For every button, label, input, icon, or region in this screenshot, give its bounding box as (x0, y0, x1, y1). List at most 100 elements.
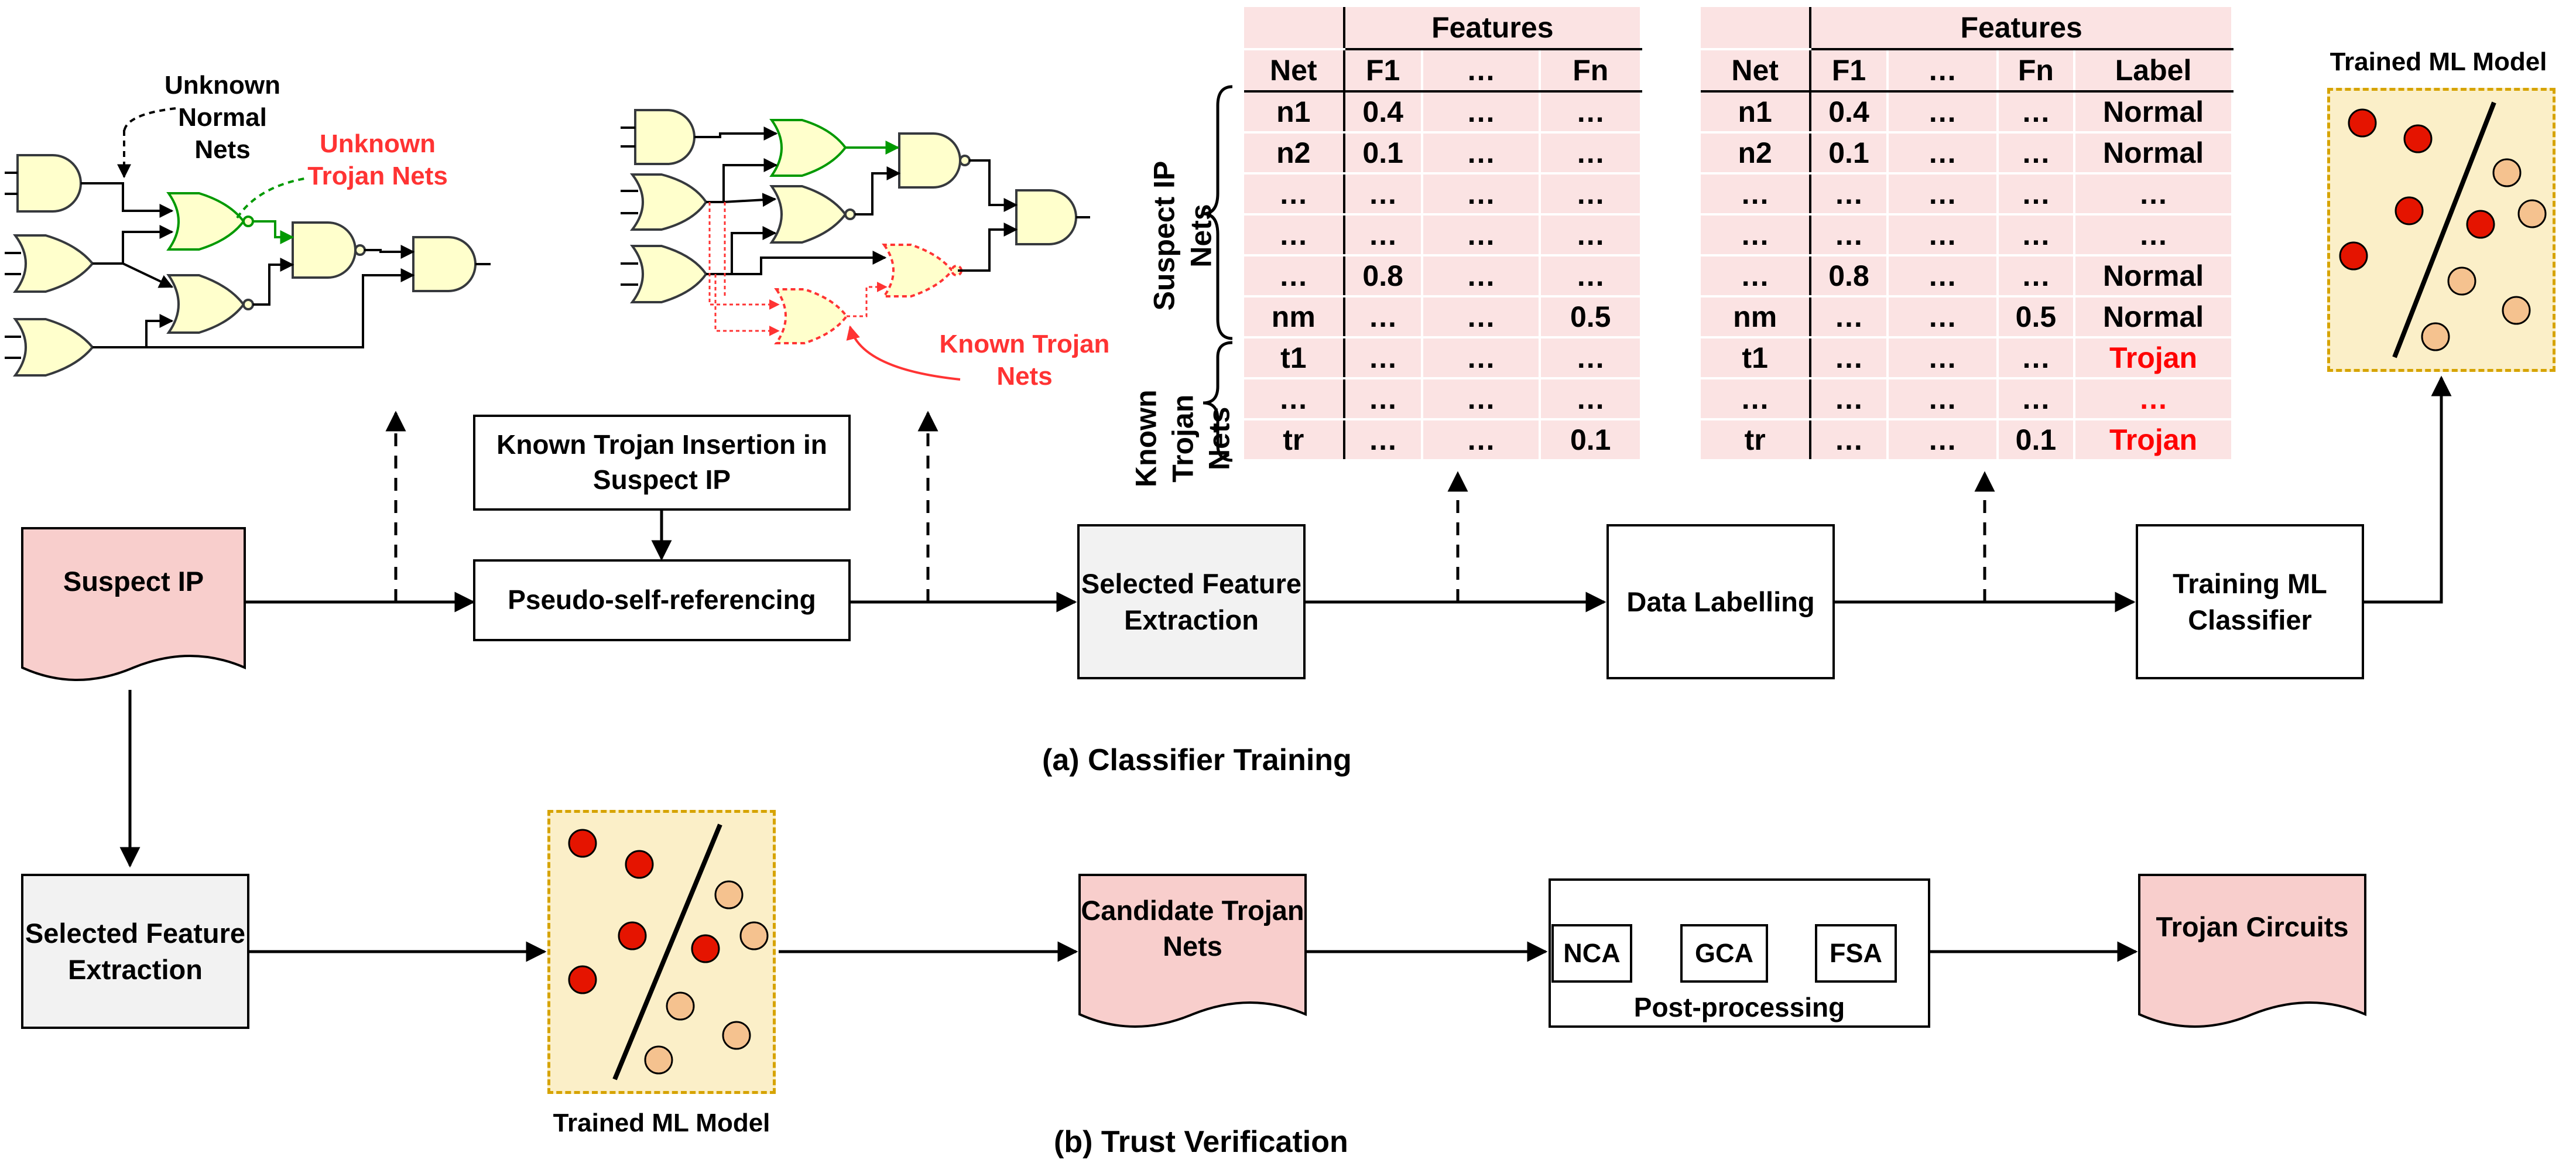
trojan-circuits-label: Trojan Circuits (2156, 911, 2349, 942)
document-shape (2138, 874, 2366, 1028)
feature-value-cell: … (1810, 378, 1889, 420)
label-cell: … (2074, 214, 2234, 257)
column-header: F1 (1344, 49, 1423, 93)
fsa-step: FSA (1815, 924, 1897, 983)
feature-value-cell: … (1997, 378, 2076, 420)
or-gate-shape (13, 234, 94, 293)
feature-value-cell: … (1997, 173, 2076, 216)
class-b-point (739, 921, 769, 950)
net-name-cell: t1 (1244, 337, 1345, 379)
class-a-point (2403, 124, 2433, 153)
feature-value-cell: … (1344, 296, 1423, 338)
column-header: Label (2074, 49, 2234, 93)
class-b-point (644, 1045, 673, 1075)
class-b-point (714, 880, 744, 909)
nca-step: NCA (1551, 924, 1632, 983)
training-ml-classifier-box: Training ML Classifier (2136, 524, 2364, 679)
document-shape (21, 527, 246, 681)
suspect-ip-document: Suspect IP (21, 527, 246, 694)
feature-value-cell: … (1810, 173, 1889, 216)
feature-value-cell: … (1421, 296, 1542, 338)
trojan-nets-brace (1203, 341, 1233, 462)
feature-value-cell: … (1421, 132, 1542, 175)
and-gate-shape (412, 236, 477, 292)
label-cell: Normal (2074, 91, 2234, 134)
or-gate-shape (629, 173, 708, 231)
feature-value-cell: … (1810, 337, 1889, 379)
data-labelling-box: Data Labelling (1606, 524, 1835, 679)
class-b-point (2492, 158, 2522, 187)
feature-value-cell: 0.5 (1540, 296, 1642, 338)
classifier-plot (568, 823, 769, 1080)
trojan-nor-gate-shape (166, 192, 245, 251)
net-name-cell: … (1701, 378, 1812, 420)
feature-value-cell: 0.1 (1810, 132, 1889, 175)
class-b-point (2447, 266, 2476, 296)
net-name-cell: n1 (1701, 91, 1812, 134)
feature-value-cell: 0.4 (1810, 91, 1889, 134)
class-a-point (618, 921, 647, 950)
column-header: … (1421, 49, 1542, 93)
feature-value-cell: 0.8 (1344, 255, 1423, 297)
feature-value-cell: … (1997, 214, 2076, 257)
net-name-cell: … (1244, 255, 1345, 297)
feature-value-cell: … (1540, 255, 1642, 297)
feature-value-cell: … (1810, 296, 1889, 338)
net-name-cell: nm (1701, 296, 1812, 338)
or-gate-shape (769, 119, 847, 177)
candidate-trojan-nets-document: Candidate Trojan Nets (1078, 874, 1307, 1041)
feature-value-cell: … (1344, 214, 1423, 257)
label-cell: Normal (2074, 255, 2234, 297)
class-a-point (568, 965, 597, 994)
feature-value-cell: … (1887, 255, 1999, 297)
feature-value-cell: … (1421, 419, 1542, 461)
feature-value-cell: … (1421, 214, 1542, 257)
net-name-cell: n2 (1701, 132, 1812, 175)
classifier-training-caption: (a) Classifier Training (1042, 743, 1352, 777)
feature-value-cell: … (1344, 337, 1423, 379)
feature-value-cell: … (1887, 173, 1999, 216)
feature-value-cell: … (1810, 214, 1889, 257)
class-b-point (2502, 296, 2531, 325)
unknown-normal-nets-label: Unknown Normal Nets (165, 71, 280, 164)
trained-model-top (2327, 88, 2556, 372)
feature-value-cell: … (1540, 337, 1642, 379)
net-name-cell: … (1701, 173, 1812, 216)
label-cell: Trojan (2074, 337, 2234, 379)
inserted-trojan-nor-gate-shape (882, 244, 954, 297)
and-gate-shape (16, 154, 82, 213)
net-name-cell: … (1244, 173, 1345, 216)
pseudo-self-referencing-box: Pseudo-self-referencing (473, 559, 851, 641)
feature-value-cell: … (1887, 378, 1999, 420)
known-trojan-nets-brace-label: Known Trojan Nets (1129, 389, 1236, 488)
net-name-cell: … (1701, 214, 1812, 257)
column-header: F1 (1810, 49, 1889, 93)
column-header: Net (1244, 49, 1345, 93)
candidate-trojan-nets-label: Candidate Trojan Nets (1081, 895, 1304, 962)
suspect-ip-label: Suspect IP (63, 566, 204, 597)
feature-value-cell: … (1344, 378, 1423, 420)
net-name-cell: tr (1244, 419, 1345, 461)
feature-value-cell: … (1540, 214, 1642, 257)
nor-gate-shape (166, 274, 245, 334)
table-row: …0.8…… (1244, 255, 1642, 297)
net-name-cell: nm (1244, 296, 1345, 338)
feature-value-cell: 0.8 (1810, 255, 1889, 297)
feature-value-cell: … (1887, 419, 1999, 461)
feature-value-cell: … (1540, 378, 1642, 420)
unknown-trojan-nets-label: Unknown Trojan Nets (307, 129, 448, 190)
label-cell: Trojan (2074, 419, 2234, 461)
feature-value-cell: … (1421, 91, 1542, 134)
net-name-cell: … (1701, 255, 1812, 297)
feature-value-cell: … (1810, 419, 1889, 461)
class-b-point (722, 1021, 751, 1050)
feature-value-cell: 0.4 (1344, 91, 1423, 134)
